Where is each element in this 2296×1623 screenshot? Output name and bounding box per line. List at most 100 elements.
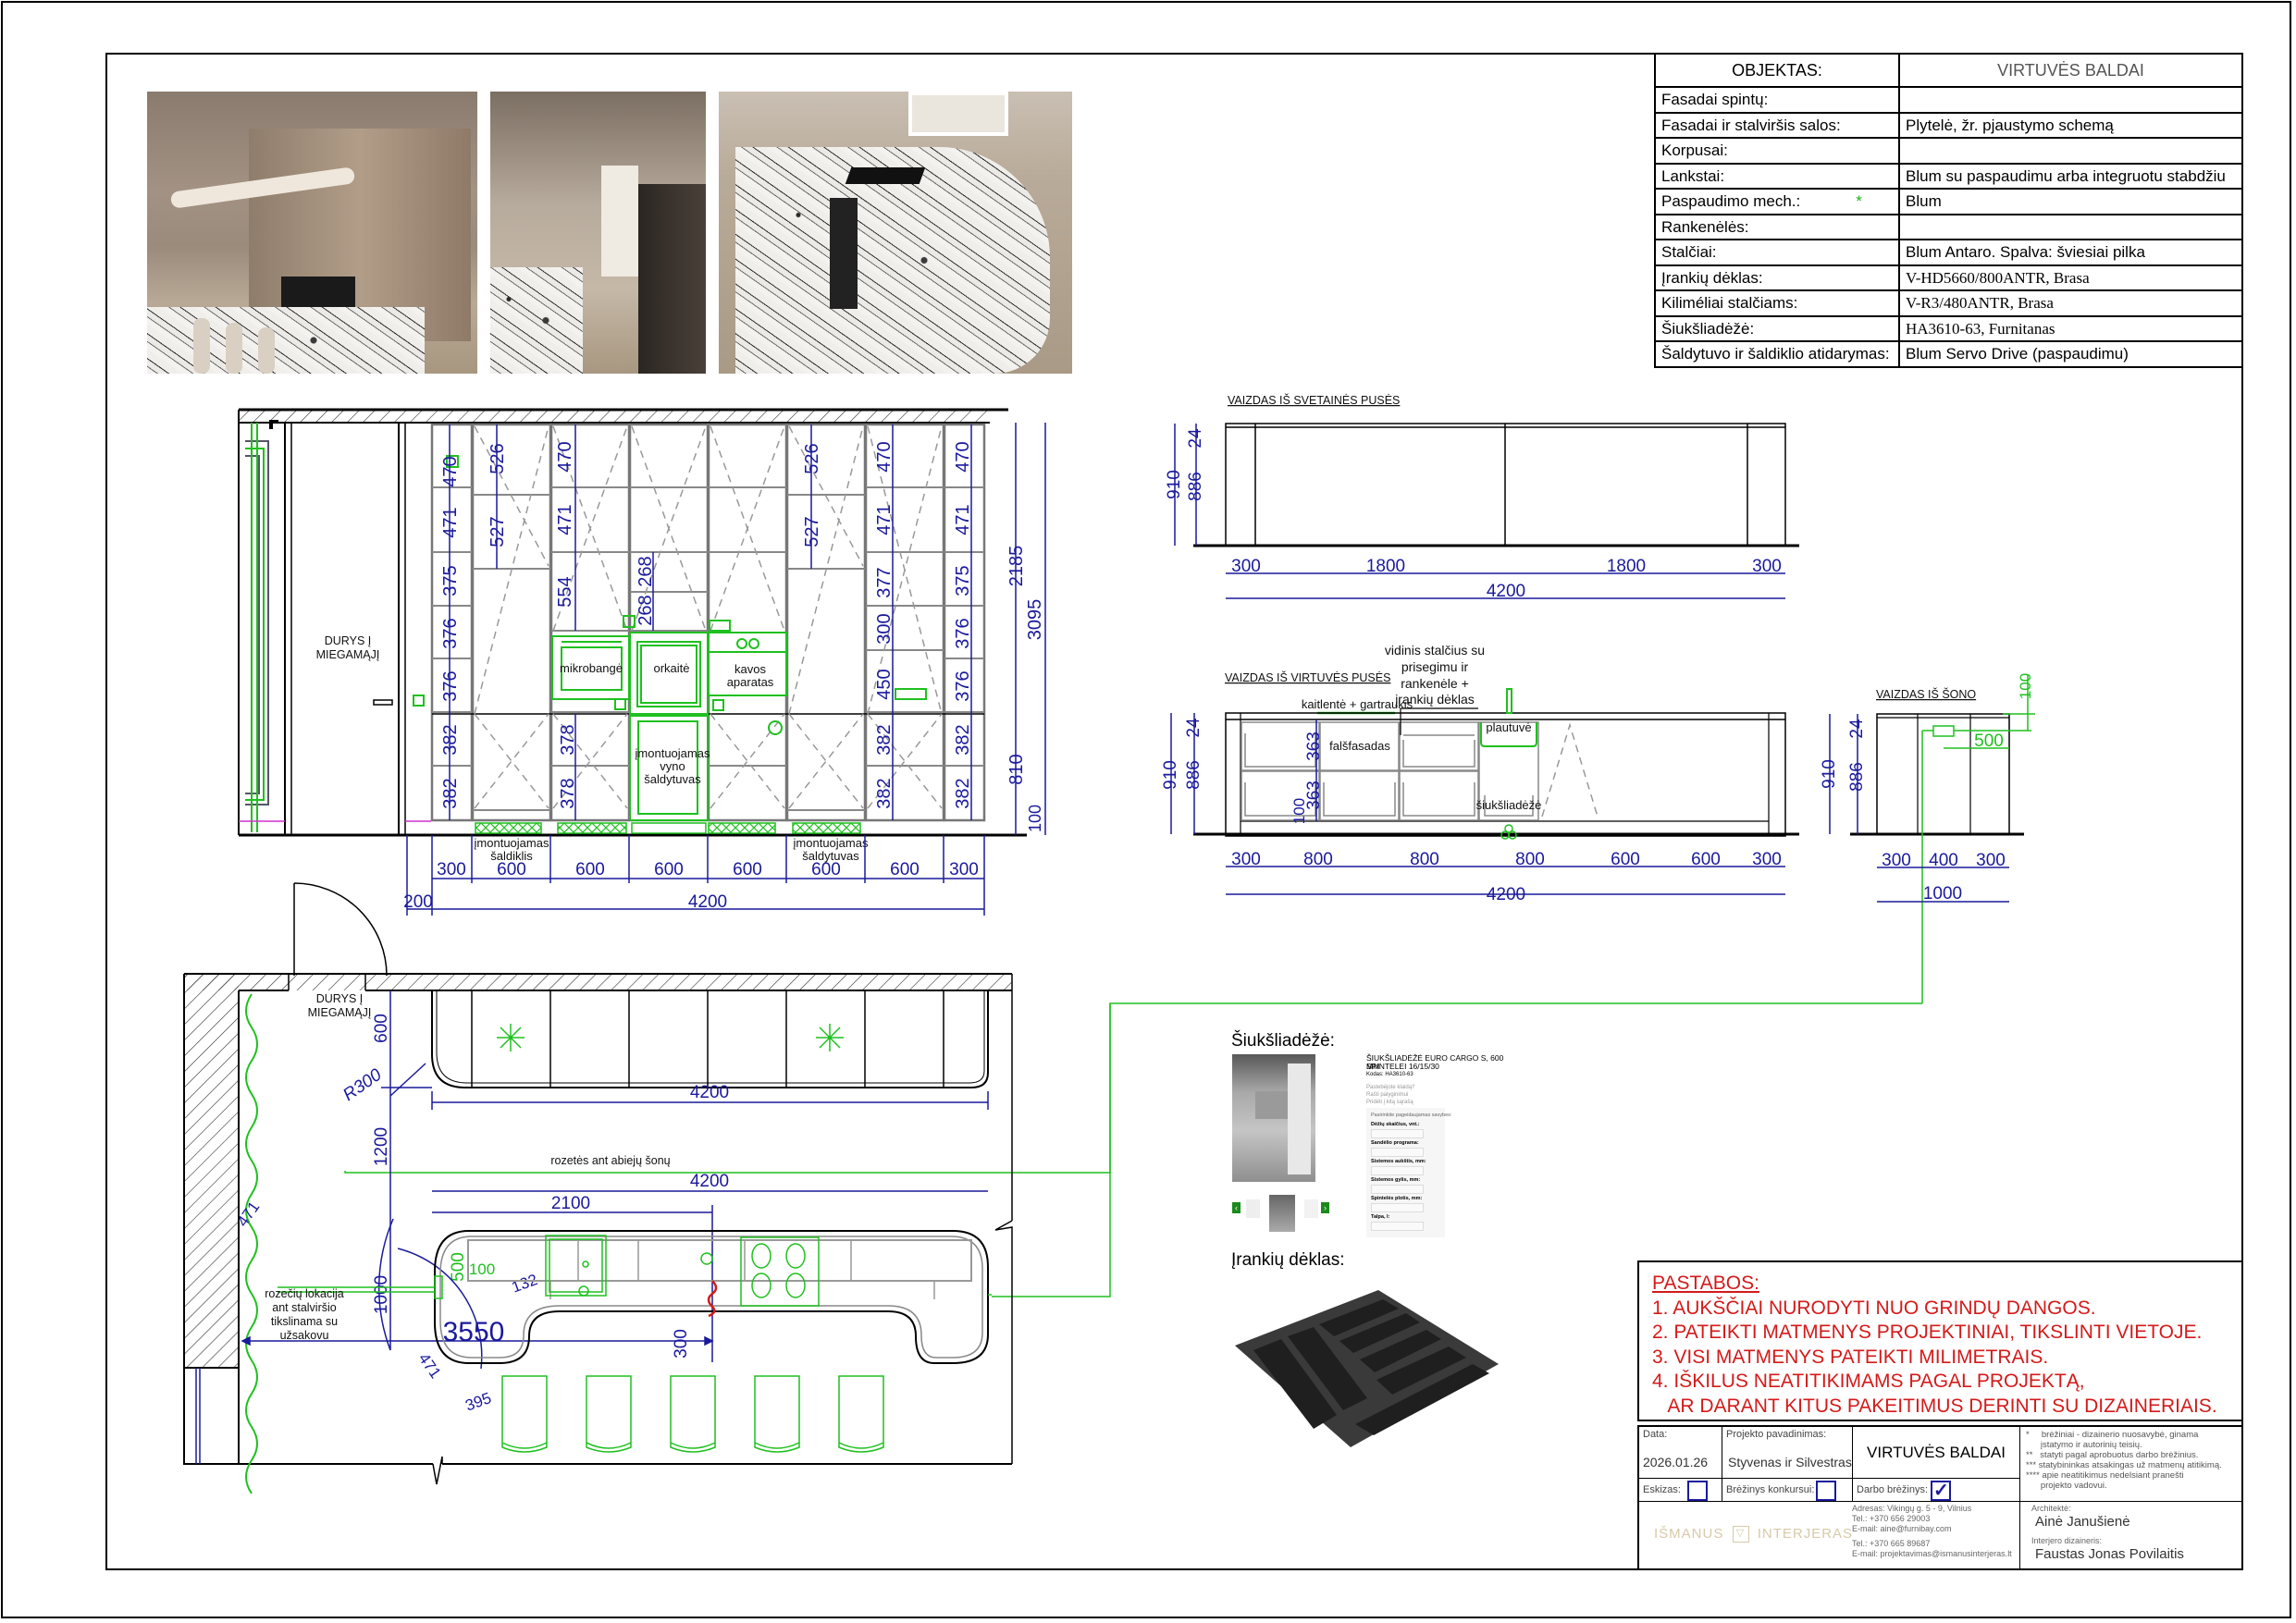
svg-text:šaldiklis: šaldiklis: [490, 849, 533, 863]
svg-text:363: 363: [1304, 781, 1324, 810]
drawing-title: VIRTUVĖS BALDAI: [1867, 1444, 2006, 1461]
spec-header-row: OBJEKTAS: VIRTUVĖS BALDAI: [1654, 53, 2243, 88]
bin-link[interactable]: Rašti palyginimui: [1366, 1092, 1409, 1098]
svg-text:471: 471: [953, 504, 973, 535]
svg-text:382: 382: [874, 724, 895, 755]
render-photo-3: [719, 92, 1072, 374]
svg-text:886: 886: [1184, 760, 1204, 790]
svg-text:300: 300: [1231, 850, 1261, 869]
svg-text:470: 470: [874, 441, 895, 472]
prev-arrow-icon[interactable]: ‹: [1232, 1202, 1241, 1213]
bin-option-select[interactable]: [1371, 1166, 1424, 1175]
svg-text:500: 500: [449, 1252, 468, 1282]
svg-text:1800: 1800: [1607, 557, 1646, 576]
svg-text:395: 395: [463, 1389, 494, 1415]
leader-lines: [344, 1002, 1922, 1297]
svg-text:527: 527: [488, 516, 508, 547]
spec-value: Blum Antaro. Spalva: šviesiai pilka: [1898, 239, 2243, 266]
spec-value: HA3610-63, Furnitanas: [1898, 314, 2243, 342]
project-name: Styvenas ir Silvestras: [1728, 1455, 1852, 1469]
svg-text:1000: 1000: [1923, 884, 1962, 904]
living-room-elevation: VAIZDAS IŠ SVETAINĖS PUSĖS 910 24 886 30…: [1165, 393, 1799, 601]
svg-text:4200: 4200: [690, 1083, 729, 1102]
tray-reference-title: Įrankių dėklas:: [1231, 1250, 1345, 1270]
svg-text:24: 24: [1847, 719, 1867, 739]
svg-text:4200: 4200: [1487, 582, 1525, 601]
svg-text:363: 363: [1304, 732, 1324, 761]
svg-text:100: 100: [2017, 673, 2034, 699]
contact-address: Adresas: Vikingų g. 5 - 9, Vilnius: [1852, 1504, 1972, 1513]
kitchen-side-elevation: VAIZDAS IŠ VIRTUVĖS PUSĖS vidinis stalči…: [1161, 643, 1799, 904]
bin-option-select[interactable]: [1371, 1185, 1424, 1194]
svg-text:910: 910: [1820, 759, 1839, 789]
spec-row: Lankstai:Blum su paspaudimu arba integru…: [1654, 162, 2243, 190]
svg-text:600: 600: [1691, 850, 1721, 869]
sketch-checkbox[interactable]: [1687, 1481, 1708, 1501]
working-drawing-checkbox[interactable]: [1931, 1479, 1951, 1502]
svg-text:100: 100: [469, 1260, 495, 1278]
wall-elevation: DURYS Į MIEGAMĄJĮ: [238, 408, 1046, 977]
svg-text:3550: 3550: [443, 1317, 505, 1347]
svg-text:2185: 2185: [1006, 546, 1027, 587]
svg-text:471: 471: [440, 507, 461, 537]
svg-text:600: 600: [1611, 850, 1640, 869]
bin-option-select[interactable]: [1371, 1222, 1424, 1231]
spec-value: V-HD5660/800ANTR, Brasa: [1898, 264, 2243, 291]
svg-text:rozetės ant abiejų šonų: rozetės ant abiejų šonų: [550, 1154, 670, 1167]
contact-phone-1: Tel.: +370 656 29003: [1852, 1514, 1931, 1523]
spec-header-value: VIRTUVĖS BALDAI: [1898, 53, 2243, 88]
svg-text:šaldytuvas: šaldytuvas: [644, 772, 701, 786]
bin-product-name-2: SPINTELEI 16/15/30: [1366, 1062, 1439, 1071]
svg-text:526: 526: [488, 443, 508, 473]
bin-product-name-1: ŠIUKŠLIADĖŽĖ EURO CARGO S, 600 MM: [1366, 1053, 1504, 1071]
contact-email-2: E-mail: projektavimas@ismanusinterjeras.…: [1852, 1549, 2012, 1558]
bin-reference-title: Šiukšliadėžė:: [1231, 1031, 1335, 1051]
svg-text:268: 268: [636, 556, 656, 586]
svg-text:600: 600: [497, 860, 526, 879]
bin-product-image: [1232, 1054, 1315, 1182]
next-arrow-icon[interactable]: ›: [1321, 1202, 1329, 1213]
svg-text:527: 527: [802, 516, 822, 547]
spec-row: Šiukšliadėžė:HA3610-63, Furnitanas: [1654, 314, 2243, 342]
svg-text:375: 375: [440, 565, 461, 596]
bin-option-select[interactable]: [1371, 1203, 1424, 1212]
svg-text:378: 378: [558, 724, 578, 755]
svg-text:įmontuojamas: įmontuojamas: [475, 836, 549, 850]
svg-text:DURYS Į: DURYS Į: [316, 992, 363, 1005]
svg-text:įmontuojamas: įmontuojamas: [794, 836, 869, 850]
thumbnail[interactable]: [1304, 1199, 1318, 1218]
svg-text:24: 24: [1186, 428, 1205, 449]
bin-option-select[interactable]: [1371, 1129, 1424, 1138]
drawing-frame: [105, 53, 2243, 1570]
svg-text:1000: 1000: [372, 1275, 391, 1314]
svg-text:377: 377: [874, 567, 895, 597]
competition-checkbox[interactable]: [1816, 1481, 1836, 1501]
svg-text:rozečių lokacija: rozečių lokacija: [265, 1287, 344, 1300]
svg-text:300: 300: [437, 860, 466, 879]
svg-text:600: 600: [890, 860, 920, 879]
svg-text:132: 132: [510, 1271, 540, 1297]
spec-label: Įrankių dėklas:: [1654, 264, 1900, 291]
spec-table: OBJEKTAS: VIRTUVĖS BALDAI Fasadai spintų…: [1654, 53, 2243, 368]
competition-label: Brėžinys konkursui:: [1726, 1484, 1815, 1495]
architect-name: Ainė Janušienė: [2035, 1514, 2130, 1530]
svg-text:šiukšliadėžė: šiukšliadėžė: [1476, 798, 1542, 812]
svg-text:300: 300: [1752, 850, 1782, 869]
svg-text:VAIZDAS IŠ VIRTUVĖS PUSĖS: VAIZDAS IŠ VIRTUVĖS PUSĖS: [1225, 670, 1390, 684]
bin-link[interactable]: Pastebėjote klaidą?: [1366, 1085, 1415, 1090]
bin-option-select[interactable]: [1371, 1148, 1424, 1157]
thumbnail[interactable]: [1246, 1199, 1260, 1218]
green-star-icon: *: [1856, 192, 1862, 211]
svg-text:100: 100: [1290, 798, 1308, 824]
thumbnail[interactable]: [1269, 1195, 1295, 1232]
svg-text:382: 382: [953, 724, 973, 755]
spec-label: Korpusai:: [1654, 137, 1900, 165]
svg-text:375: 375: [953, 565, 973, 596]
spec-label: Paspaudimo mech.:*: [1654, 188, 1900, 215]
bin-link[interactable]: Pridėti į kitą sąrašą: [1366, 1100, 1413, 1105]
svg-text:mikrobangė: mikrobangė: [560, 661, 623, 675]
svg-text:rankenėle +: rankenėle +: [1401, 676, 1469, 691]
svg-text:3095: 3095: [1025, 599, 1045, 641]
svg-text:100: 100: [1026, 805, 1044, 832]
